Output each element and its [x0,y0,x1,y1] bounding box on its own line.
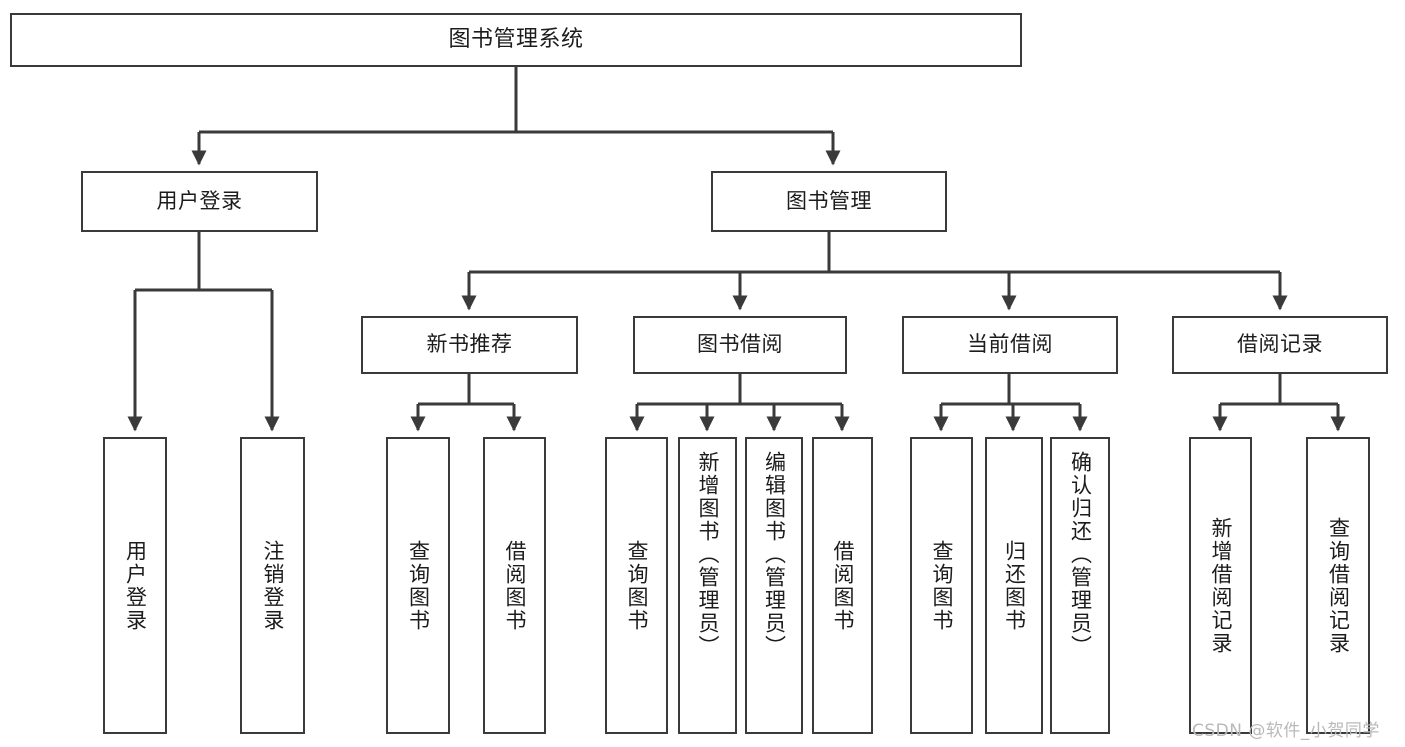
leaf-query-book-3[interactable]: 查询图书 [910,437,973,734]
node-book-manage[interactable]: 图书管理 [711,171,947,232]
node-new-book-rec-label: 新书推荐 [426,332,513,357]
csdn-watermark: CSDN @软件_小贺同学 [1192,721,1380,741]
node-new-book-rec[interactable]: 新书推荐 [361,316,578,374]
node-book-borrow-label: 图书借阅 [697,332,783,357]
leaf-edit-book-label: 编辑图书（管理员） [762,451,787,658]
leaf-query-book-1-label: 查询图书 [406,539,431,632]
leaf-query-record[interactable]: 查询借阅记录 [1306,437,1370,734]
leaf-add-book-label: 新增图书（管理员） [696,451,720,658]
leaf-borrow-book-1-label: 借阅图书 [503,539,527,632]
leaf-query-record-label: 查询借阅记录 [1326,516,1351,655]
node-current-borrow-label: 当前借阅 [967,332,1053,357]
leaf-query-book-2[interactable]: 查询图书 [605,437,668,734]
leaf-query-book-1[interactable]: 查询图书 [386,437,450,734]
leaf-logout[interactable]: 注销登录 [240,437,305,734]
leaf-borrow-book-2-label: 借阅图书 [831,539,855,632]
node-borrow-record[interactable]: 借阅记录 [1172,316,1388,374]
node-book-borrow[interactable]: 图书借阅 [633,316,847,374]
leaf-confirm-return[interactable]: 确认归还（管理员） [1050,437,1110,734]
node-root[interactable]: 图书管理系统 [10,13,1022,67]
node-user-login[interactable]: 用户登录 [81,171,318,232]
leaf-borrow-book-2[interactable]: 借阅图书 [812,437,873,734]
leaf-add-record-label: 新增借阅记录 [1209,516,1233,655]
node-root-label: 图书管理系统 [448,26,584,52]
leaf-borrow-book-1[interactable]: 借阅图书 [483,437,546,734]
leaf-logout-label: 注销登录 [261,539,285,632]
node-current-borrow[interactable]: 当前借阅 [902,316,1118,374]
leaf-user-login-label: 用户登录 [123,539,148,632]
leaf-return-book-label: 归还图书 [1002,539,1027,632]
leaf-user-login[interactable]: 用户登录 [103,437,167,734]
node-user-login-label: 用户登录 [156,188,243,213]
node-borrow-record-label: 借阅记录 [1237,332,1323,357]
leaf-add-book[interactable]: 新增图书（管理员） [678,437,737,734]
leaf-add-record[interactable]: 新增借阅记录 [1189,437,1252,734]
leaf-confirm-return-label: 确认归还（管理员） [1068,451,1093,658]
node-book-manage-label: 图书管理 [786,188,872,213]
leaf-query-book-2-label: 查询图书 [625,539,649,632]
leaf-query-book-3-label: 查询图书 [930,539,954,632]
leaf-edit-book[interactable]: 编辑图书（管理员） [745,437,803,734]
leaf-return-book[interactable]: 归还图书 [985,437,1043,734]
